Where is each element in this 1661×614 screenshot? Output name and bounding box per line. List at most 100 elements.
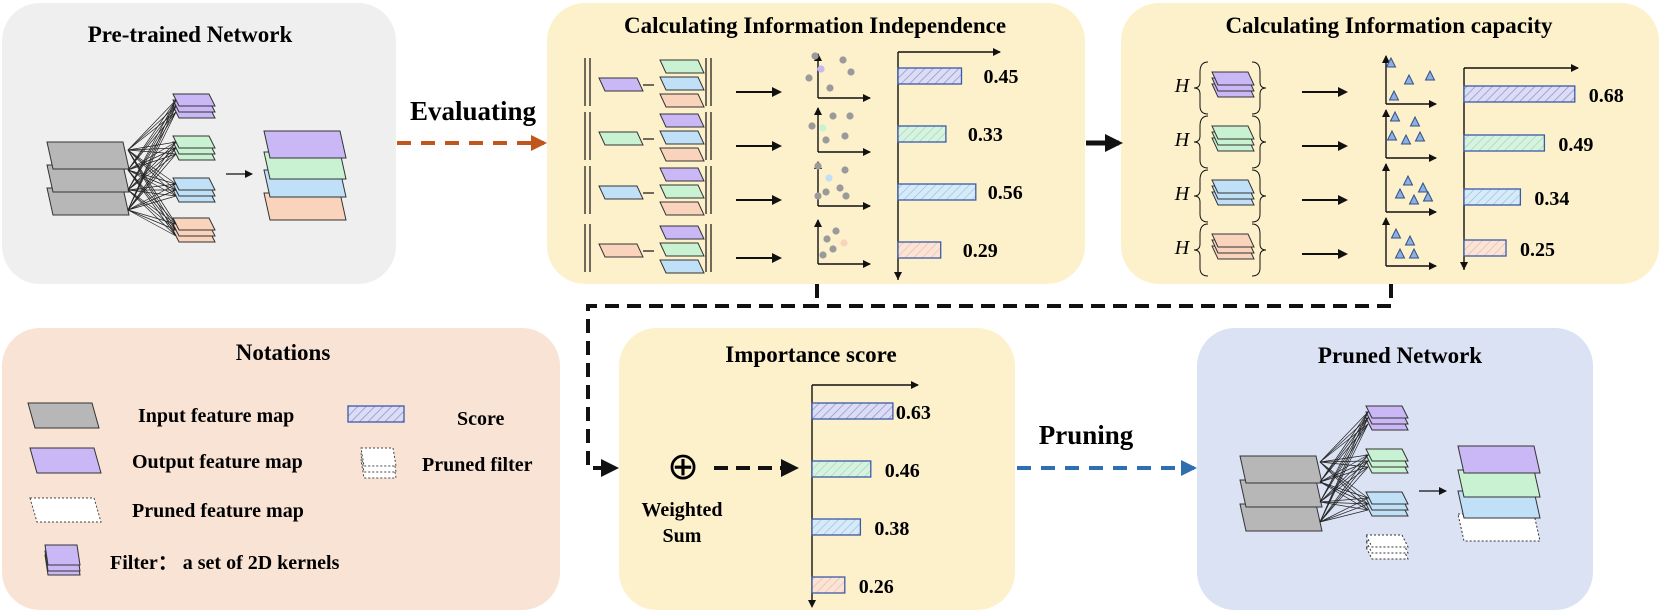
capacity-point	[1403, 73, 1415, 85]
right-brace	[1251, 61, 1267, 115]
capacity-filter-stack	[1211, 125, 1255, 152]
pruned-filter-swatch	[360, 447, 397, 479]
weighted-sum-line1: Weighted	[641, 499, 722, 521]
pruned-filter-stack	[1365, 534, 1409, 560]
score-swatch	[347, 405, 405, 423]
capacity-row: H	[1174, 109, 1437, 169]
other-filter	[659, 259, 705, 274]
capacity-row: H	[1174, 55, 1437, 115]
scatter-point	[825, 174, 833, 182]
capacity-point	[1422, 190, 1434, 202]
output-map-swatch	[29, 447, 102, 474]
capacity-point	[1424, 69, 1436, 81]
scatter-point	[841, 166, 849, 174]
capacity-axes	[1382, 163, 1437, 216]
pruned-map-label: Pruned feature map	[132, 500, 304, 522]
scatter-point	[817, 65, 825, 73]
scatter-point	[839, 56, 847, 64]
scatter-point	[814, 192, 822, 200]
scatter-point	[823, 235, 831, 243]
filter-stack	[172, 93, 216, 119]
scatter-point	[836, 184, 844, 192]
independence-row	[584, 107, 871, 162]
selected-filter	[598, 131, 644, 146]
scatter-point	[847, 68, 855, 76]
capacity-axes	[1382, 217, 1437, 270]
importance-bars: 0.630.460.380.26	[808, 381, 931, 608]
input-feature-map	[1239, 455, 1323, 484]
other-filter	[659, 167, 705, 182]
capacity-point	[1408, 193, 1420, 205]
independence-bar	[897, 183, 977, 201]
capacity-value: 0.25	[1520, 239, 1555, 261]
other-filter	[659, 184, 705, 199]
weighted-sum-line2: Sum	[663, 525, 702, 547]
capacity-point	[1417, 181, 1429, 193]
independence-title: Calculating Information Independence	[624, 13, 1006, 38]
left-brace	[1193, 115, 1209, 169]
capacity-point	[1389, 110, 1401, 122]
independence-bar	[897, 67, 963, 85]
capacity-point	[1386, 129, 1398, 141]
input-feature-map	[1239, 479, 1323, 508]
capacity-bar	[1463, 134, 1546, 152]
capacity-value: 0.49	[1558, 134, 1593, 156]
pruned-feature-map	[1457, 513, 1541, 542]
capacity-axis-tip	[1460, 262, 1468, 270]
capacity-point	[1409, 115, 1421, 127]
other-filter	[659, 93, 705, 108]
importance-value: 0.26	[859, 576, 894, 598]
scatter-point	[840, 239, 848, 247]
independence-value: 0.45	[984, 66, 1019, 88]
importance-bar	[811, 402, 894, 420]
input-map-label: Input feature map	[138, 405, 294, 427]
importance-bar	[811, 460, 872, 478]
other-filter	[659, 76, 705, 91]
independence-rows: 0.450.330.560.29	[584, 48, 1023, 280]
selected-filter	[598, 243, 644, 258]
capacity-point	[1404, 234, 1416, 246]
scatter-axes	[814, 107, 871, 156]
left-brace	[1193, 223, 1209, 277]
output-feature-map	[1457, 445, 1541, 474]
filter-stack	[172, 177, 216, 203]
capacity-point	[1394, 187, 1406, 199]
filter-stack	[1365, 448, 1409, 474]
scatter-point	[822, 188, 830, 196]
right-brace	[1251, 169, 1267, 223]
capacity-point	[1402, 174, 1414, 186]
other-filter	[659, 225, 705, 240]
output-feature-map	[263, 130, 347, 159]
independence-row	[584, 161, 871, 216]
scatter-point	[842, 192, 850, 200]
entropy-symbol: H	[1174, 129, 1191, 151]
capacity-value: 0.68	[1589, 85, 1624, 107]
pruned-network	[1239, 405, 1541, 560]
scatter-point	[819, 124, 827, 132]
selected-filter	[598, 185, 644, 200]
capacity-row: H	[1174, 217, 1437, 277]
pruning-label: Pruning	[1039, 420, 1134, 450]
capacity-axes	[1382, 109, 1437, 162]
weighted-sum-symbol: ⊕	[667, 444, 699, 488]
entropy-symbol: H	[1174, 75, 1191, 97]
other-filter	[659, 59, 705, 74]
capacity-value: 0.34	[1534, 188, 1569, 210]
capacity-point	[1390, 227, 1402, 239]
pruned-title: Pruned Network	[1318, 343, 1482, 368]
capacity-bar	[1463, 239, 1507, 257]
scatter-point	[841, 132, 849, 140]
capacity-panel	[1121, 3, 1659, 284]
scatter-point	[846, 112, 854, 120]
filter-stack	[172, 135, 216, 161]
scatter-point	[829, 112, 837, 120]
scatter-point	[805, 74, 813, 82]
scatter-point	[829, 245, 837, 253]
other-filter	[659, 113, 705, 128]
scatter-point	[826, 84, 834, 92]
capacity-bar	[1463, 85, 1576, 103]
independence-bar	[897, 125, 947, 143]
output-map-label: Output feature map	[132, 451, 303, 473]
